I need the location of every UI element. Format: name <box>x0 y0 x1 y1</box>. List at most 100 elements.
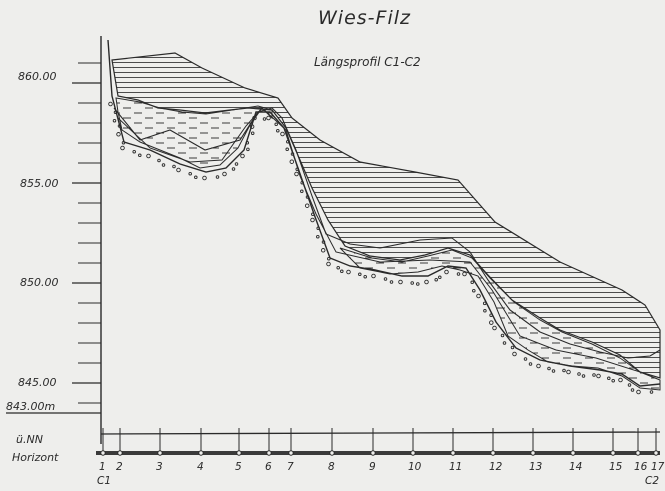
gravel-dot <box>444 269 449 275</box>
gravel-dot <box>116 132 121 137</box>
station-label: 9 <box>369 461 376 473</box>
reference-line-upper <box>100 431 661 435</box>
gravel-dot <box>117 124 122 128</box>
gravel-dot <box>316 234 320 239</box>
gravel-dot <box>157 158 161 163</box>
gravel-dot <box>636 389 641 395</box>
gravel-dot <box>311 212 315 217</box>
gravel-dot <box>358 272 362 277</box>
gravel-dot <box>363 274 367 279</box>
station-marker <box>490 450 496 456</box>
gravel-dot <box>482 301 487 306</box>
y-tick-label-855: 855.00 <box>20 177 59 190</box>
gravel-dot <box>305 195 310 199</box>
gravel-dot <box>510 345 515 350</box>
gravel-dot <box>434 277 438 282</box>
station-label: 11 <box>449 461 462 473</box>
station-markers <box>100 428 659 456</box>
gravel-dot <box>472 288 476 293</box>
gravel-dot <box>416 282 420 286</box>
gravel-dot <box>577 372 581 376</box>
gravel-dot <box>222 171 227 177</box>
gravel-dot <box>132 149 136 154</box>
gravel-dot <box>336 265 340 270</box>
gravel-dot <box>462 271 467 277</box>
gravel-dot <box>252 115 257 121</box>
station-label: 16 <box>634 461 648 473</box>
y-tick-label-860: 860.00 <box>18 70 57 83</box>
y-tick-label-845: 845.00 <box>18 376 57 389</box>
station-marker <box>570 450 576 456</box>
gravel-dot <box>294 171 299 177</box>
gravel-dot <box>295 167 299 172</box>
subsoil-gravel <box>108 101 654 395</box>
station-marker <box>635 450 641 456</box>
station-label: 12 <box>489 461 503 473</box>
gravel-dot <box>276 128 280 133</box>
gravel-dot <box>383 277 388 281</box>
gravel-dot <box>489 320 494 325</box>
station-marker <box>100 450 106 456</box>
gravel-dot <box>194 175 198 180</box>
gravel-dot <box>202 175 207 181</box>
gravel-dot <box>146 153 151 159</box>
gravel-dot <box>536 363 541 369</box>
figure-title: Wies-Filz <box>318 7 411 29</box>
gravel-dot <box>512 351 517 357</box>
station-marker <box>157 450 163 456</box>
gravel-dot <box>500 333 505 338</box>
horizon-label: Horizont <box>12 451 59 464</box>
gravel-dot <box>304 203 310 208</box>
station-label: 6 <box>265 461 272 473</box>
station-marker <box>450 450 456 456</box>
gravel-dot <box>489 313 493 317</box>
gravel-dot <box>326 261 331 267</box>
station-label: 7 <box>287 461 294 473</box>
gravel-dot <box>566 369 571 375</box>
gravel-dot <box>424 279 429 285</box>
gravel-dot <box>266 115 271 121</box>
y-axis-ticks <box>72 62 101 404</box>
gravel-dot <box>286 139 290 144</box>
gravel-dot <box>176 167 181 173</box>
station-label: 5 <box>235 461 242 473</box>
station-label: 1 <box>99 461 106 473</box>
gravel-dot <box>121 140 126 145</box>
gravel-dot <box>280 131 285 137</box>
gravel-dot <box>551 369 556 373</box>
gravel-dot <box>249 124 255 129</box>
gravel-dot <box>476 293 481 299</box>
gravel-dot <box>547 366 551 371</box>
station-marker <box>117 450 123 456</box>
gravel-dot <box>300 189 304 194</box>
station-marker <box>530 450 536 456</box>
gravel-dot <box>262 117 267 121</box>
station-marker <box>410 450 416 456</box>
station-marker <box>610 450 616 456</box>
layer-boundary-2 <box>117 107 641 373</box>
gravel-dot <box>592 373 596 377</box>
gravel-dot <box>630 388 635 392</box>
gravel-dot <box>320 248 326 253</box>
gravel-dot <box>611 378 615 383</box>
station-label: 13 <box>529 461 542 473</box>
gravel-dot <box>340 269 344 274</box>
gravel-dot <box>596 373 601 379</box>
station-marker <box>266 450 272 456</box>
gravel-dot <box>523 357 528 361</box>
profile-end-label: C2 <box>645 475 659 487</box>
gravel-dot <box>316 226 320 231</box>
gravel-dot <box>285 147 289 152</box>
gravel-dot <box>410 281 414 285</box>
gravel-dot <box>161 163 166 167</box>
gravel-dot <box>250 131 255 135</box>
station-label: 2 <box>116 461 123 473</box>
gravel-dot <box>492 325 497 331</box>
station-label: 17 <box>651 461 665 473</box>
station-label: 15 <box>609 461 623 473</box>
gravel-dot <box>438 275 442 280</box>
peat-layer <box>111 52 661 379</box>
gravel-dot <box>321 240 326 244</box>
gravel-dot <box>289 159 295 164</box>
